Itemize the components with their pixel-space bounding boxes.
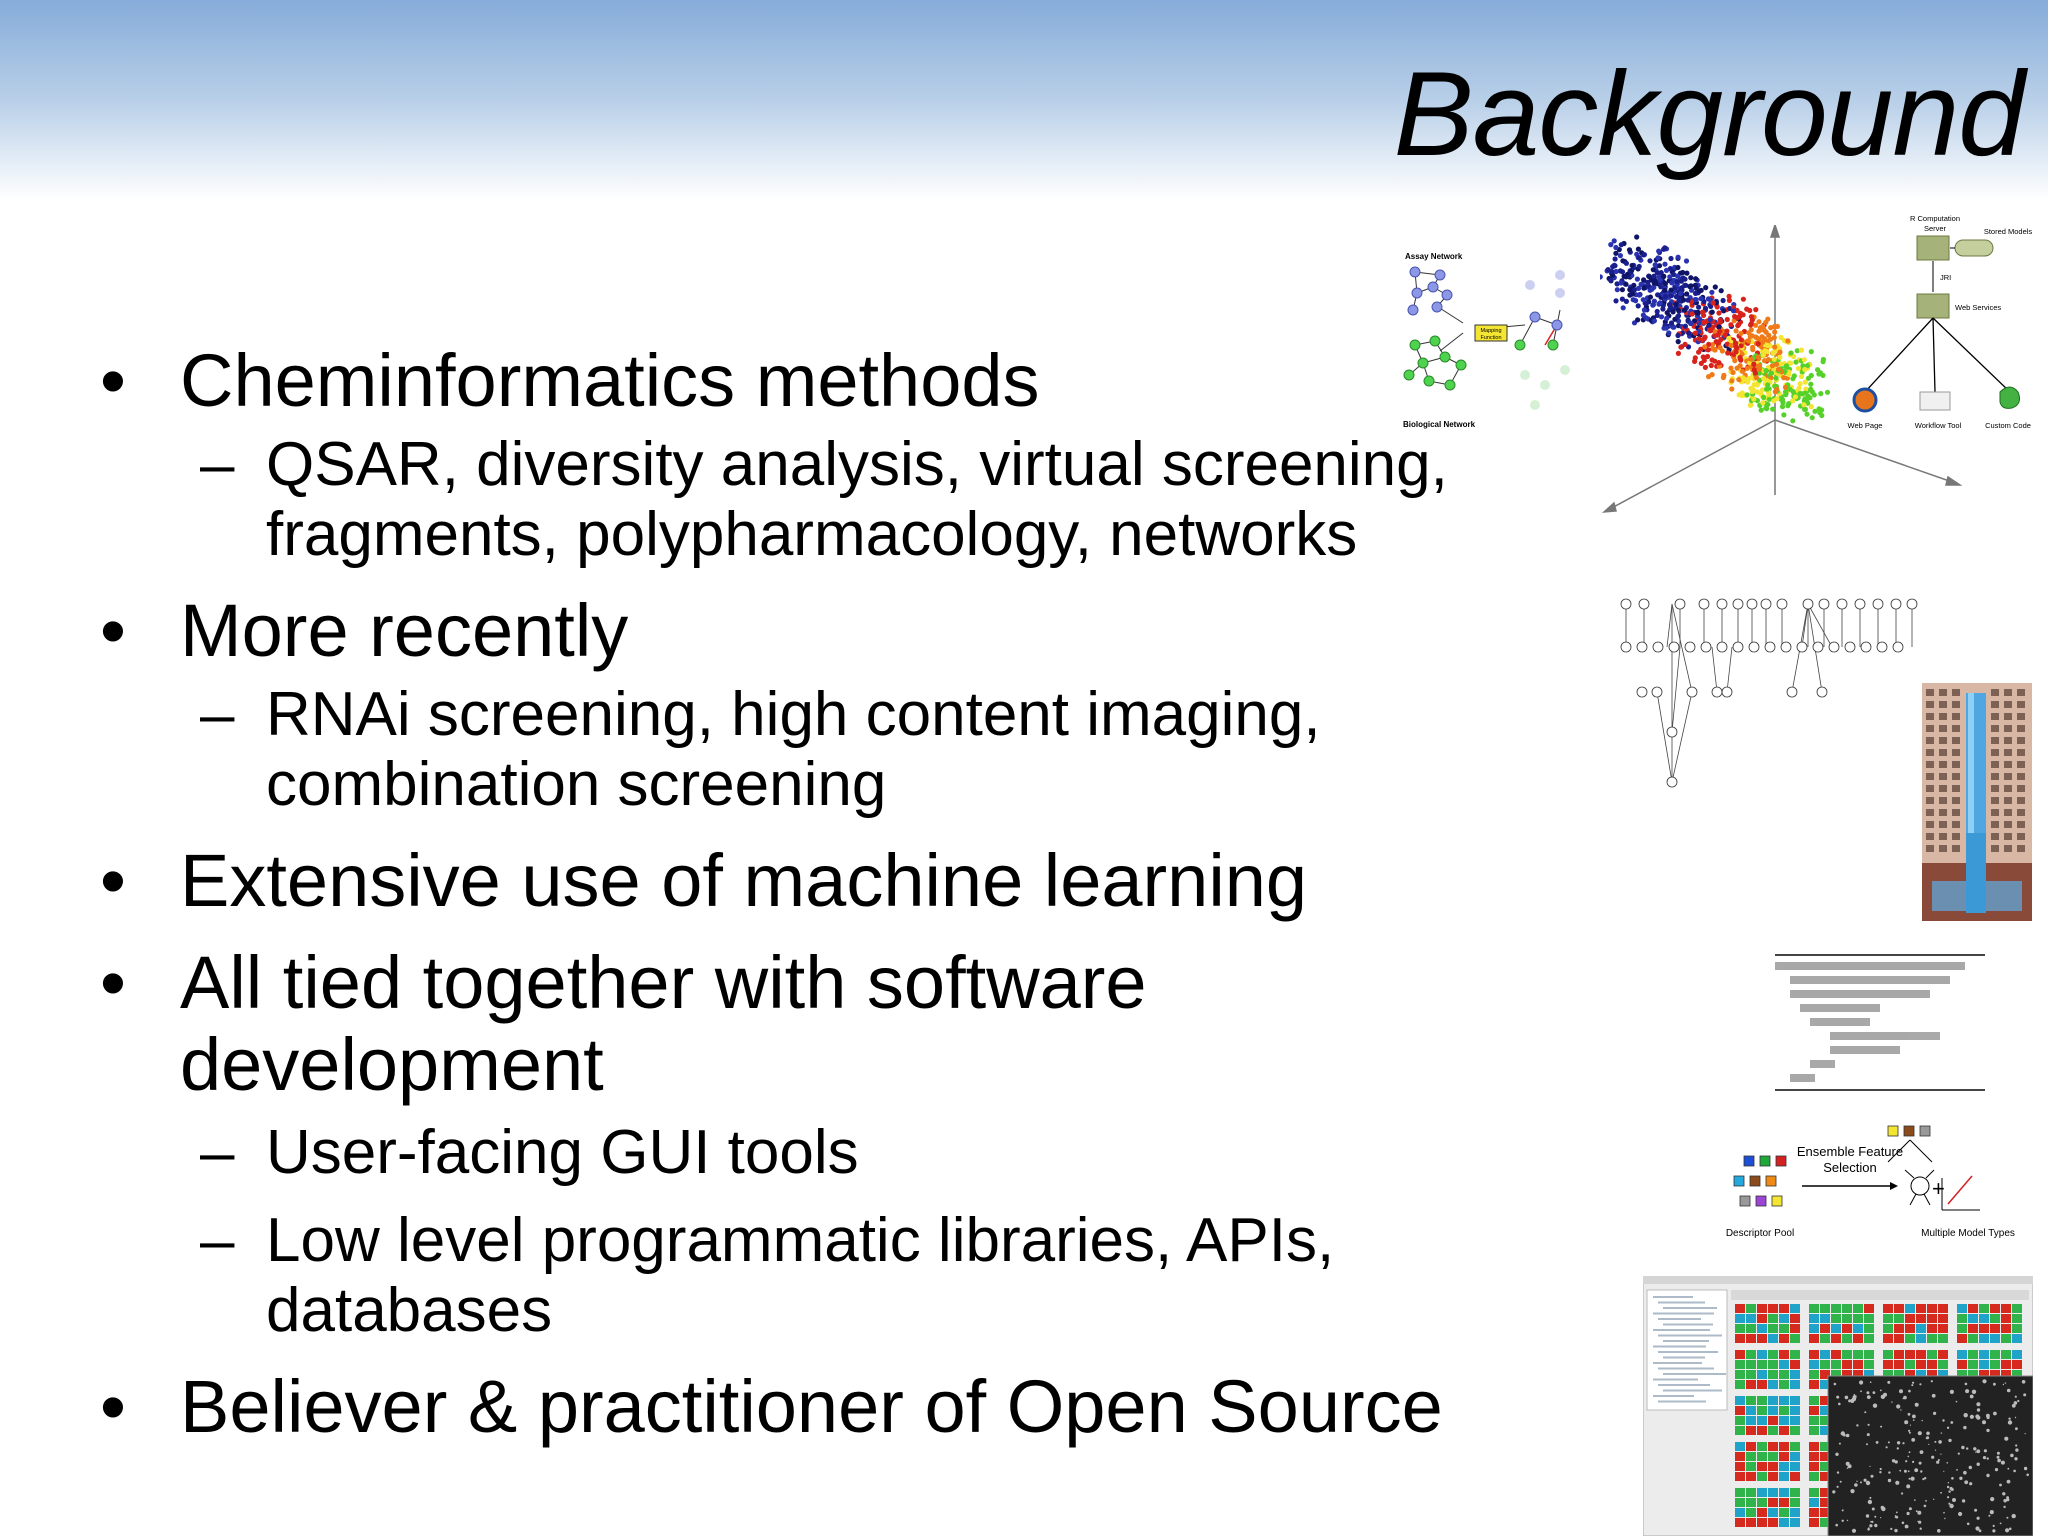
bullet-glyph: • [100, 1365, 126, 1448]
bullet-software: • All tied together with software develo… [100, 942, 1580, 1106]
slide-title: Background [1393, 47, 2025, 181]
model-types-label: Multiple Model Types [1921, 1228, 2015, 1239]
bullet-text: More recently [180, 589, 629, 672]
workflow-tool-label: Workflow Tool [1915, 421, 1962, 430]
fragment-tree-figure [1620, 598, 1918, 788]
web-services-label: Web Services [1955, 303, 2001, 312]
bullet-glyph: • [100, 941, 126, 1024]
browser-icon [1852, 387, 1878, 413]
code-snippet-figure [1775, 954, 1985, 1091]
r-server-label-1: R Computation [1910, 214, 1960, 223]
subbullet-libraries: – Low level programmatic libraries, APIs… [100, 1206, 1580, 1346]
dash-glyph: – [200, 1118, 235, 1187]
scatter-point-cloud [1600, 234, 1831, 424]
subbullet-methods: – QSAR, diversity analysis, virtual scre… [100, 430, 1580, 570]
building-photo [1922, 683, 2032, 921]
stored-models-cylinder [1954, 239, 1994, 257]
jri-label: JRI [1940, 273, 1951, 282]
assay-network-label: Assay Network [1405, 252, 1463, 261]
ensemble-label-2: Selection [1823, 1160, 1876, 1175]
mapping-label: Mapping [1480, 328, 1501, 334]
header-gradient [0, 0, 2048, 200]
r-server-box [1916, 235, 1950, 261]
web-page-label: Web Page [1848, 421, 1883, 430]
tree-graph-nodes [1620, 598, 1918, 788]
descriptor-pool-label: Descriptor Pool [1726, 1228, 1794, 1239]
dash-glyph: – [200, 680, 235, 749]
bullet-machine-learning: • Extensive use of machine learning [100, 840, 1580, 922]
bullet-more-recently: • More recently [100, 590, 1580, 672]
subbullet-screening: – RNAi screening, high content imaging, … [100, 680, 1580, 820]
bullet-glyph: • [100, 839, 126, 922]
bullet-glyph: • [100, 339, 126, 422]
bullet-text: Cheminformatics methods [180, 339, 1040, 422]
bullet-text: Believer & practitioner of Open Source [180, 1365, 1443, 1448]
ensemble-feature-figure: Ensemble Feature Selection + Descriptor … [1726, 1125, 2015, 1239]
scatter-3d-figure [1600, 225, 1963, 513]
dash-glyph: – [200, 430, 235, 499]
cell-image-panel [1827, 1375, 2033, 1536]
subbullet-text: RNAi screening, high content imaging, co… [266, 680, 1321, 819]
bullet-cheminformatics: • Cheminformatics methods [100, 340, 1580, 422]
plus-sign: + [1932, 1176, 1945, 1201]
function-label: Function [1480, 335, 1501, 341]
bullet-glyph: • [100, 589, 126, 672]
dash-glyph: – [200, 1206, 235, 1275]
bullet-open-source: • Believer & practitioner of Open Source [100, 1366, 1580, 1448]
subbullet-gui: – User-facing GUI tools [100, 1118, 1580, 1188]
subbullet-text: User-facing GUI tools [266, 1118, 859, 1187]
mapping-function-box [1474, 324, 1508, 342]
custom-code-label: Custom Code [1985, 421, 2031, 430]
snake-code-icon [1999, 386, 2020, 409]
architecture-diagram: R Computation Server Stored Models JRI W… [1848, 214, 2033, 430]
bullet-text: Extensive use of machine learning [180, 839, 1308, 922]
subbullet-text: Low level programmatic libraries, APIs, … [266, 1206, 1335, 1345]
network-mapping-figure: Assay Network Mapping Function Biologica… [1403, 252, 1570, 429]
biological-network-label: Biological Network [1403, 420, 1476, 429]
subbullet-text: QSAR, diversity analysis, virtual screen… [266, 430, 1448, 569]
r-server-label-2: Server [1924, 224, 1947, 233]
web-services-box [1916, 293, 1950, 319]
hcs-software-screenshot [1643, 1276, 2033, 1536]
bullet-list: • Cheminformatics methods – QSAR, divers… [100, 340, 1580, 1448]
stored-models-label: Stored Models [1984, 227, 2033, 236]
bullet-text: All tied together with software developm… [180, 941, 1147, 1106]
workflow-tool-icon [1919, 391, 1951, 411]
ensemble-label-1: Ensemble Feature [1797, 1144, 1903, 1159]
